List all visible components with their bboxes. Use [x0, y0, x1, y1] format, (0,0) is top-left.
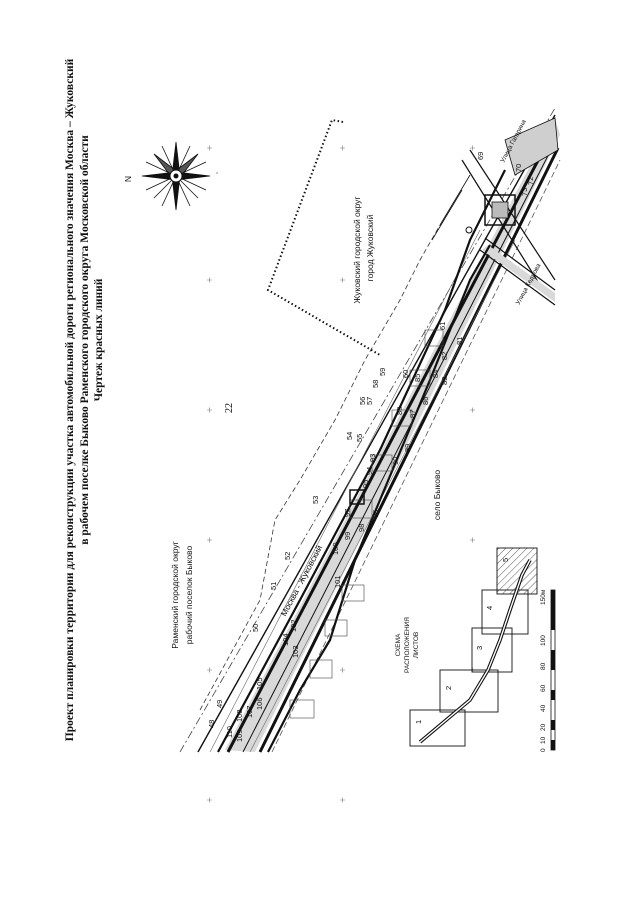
- scale-tick: 10: [540, 736, 547, 744]
- point-label: 56: [358, 397, 367, 405]
- point-label: 69: [476, 152, 485, 160]
- sheet-label: 3: [475, 646, 484, 650]
- red-line-north: [217, 169, 506, 753]
- label-zhukovsky-2: город Жуковский: [365, 214, 375, 281]
- point-label: 94: [365, 467, 374, 475]
- point-label: 81: [455, 337, 464, 345]
- point-label: 50: [251, 624, 260, 632]
- sheet-label: 2: [444, 686, 453, 690]
- point-label: 84: [431, 370, 440, 378]
- point-label: 101: [333, 575, 342, 588]
- scale-tick: 150м: [540, 589, 547, 605]
- label-bykovo: село Быково: [432, 470, 442, 520]
- point-label: 87: [408, 410, 417, 418]
- sheet-3-frame: [471, 627, 513, 673]
- scale-tick: 100: [540, 635, 547, 646]
- sheet-label: 5: [501, 558, 510, 562]
- point-label: 51: [269, 582, 278, 590]
- point-label: 95: [361, 480, 370, 488]
- bykovo-boundary: [199, 224, 441, 711]
- compass-rose-icon: [141, 141, 211, 211]
- point-label: 53: [311, 496, 320, 504]
- compass-east-mark: ◦: [216, 170, 218, 177]
- sheet-1-frame: [409, 709, 466, 747]
- title-block: Проект планировки территории для реконст…: [64, 58, 105, 741]
- point-label: 102: [289, 619, 298, 632]
- point-label: 88: [395, 407, 404, 415]
- point-label: 106: [255, 697, 264, 710]
- scheme-title-2: РАСПОЛОЖЕНИЯ: [404, 617, 411, 673]
- red-line-south: [267, 244, 491, 753]
- point-label: 110: [225, 726, 234, 738]
- point-label: 49: [215, 700, 224, 708]
- point-label: 90: [391, 457, 400, 465]
- point-label: 58: [371, 380, 380, 388]
- north-label: N: [123, 176, 133, 182]
- sheet-label: 1: [414, 720, 423, 724]
- point-label: 82: [440, 352, 449, 360]
- label-ramenskoe-1: Раменский городской округ: [170, 541, 180, 648]
- label-zhukovsky-1: Жуковский городской округ: [352, 197, 362, 304]
- point-label: 48: [207, 720, 216, 728]
- point-label: 61: [438, 322, 447, 330]
- point-label: 57: [365, 397, 374, 405]
- point-label: 107: [245, 705, 254, 718]
- point-label: 109: [235, 729, 244, 742]
- zhukovsky-boundary: [266, 118, 381, 356]
- point-label: 83: [440, 377, 449, 385]
- scale-tick: 40: [540, 704, 547, 712]
- sheet-2-frame: [439, 669, 499, 713]
- scale-tick: 80: [540, 662, 547, 670]
- scheme-title-3: ЛИСТОВ: [413, 632, 420, 659]
- scale-bar: 0 10 20 40 60 80 100 150м: [540, 589, 556, 752]
- point-label: 97: [343, 509, 352, 517]
- scale-tick: 60: [540, 684, 547, 692]
- point-label: 54: [345, 432, 354, 440]
- point-label: 104: [281, 633, 290, 646]
- title-line-3: Чертеж красных линий: [93, 278, 105, 401]
- label-ramenskoe-2: рабочий поселок Быково: [184, 546, 194, 645]
- point-labels: 110 109 108 107 106 105 104 103 102 101 …: [207, 152, 535, 742]
- page-number: 22: [224, 403, 235, 413]
- title-line-2: в рабочем поселке Быково Раменского горо…: [79, 135, 91, 545]
- point-label: 60: [401, 370, 410, 378]
- point-label: 70: [514, 164, 523, 172]
- point-label: 72: [526, 177, 535, 185]
- point-label: 100: [331, 542, 340, 555]
- point-label: 89: [403, 444, 412, 452]
- scale-tick: 20: [540, 723, 547, 731]
- scheme-title-1: СХЕМА: [395, 633, 402, 656]
- point-label: 108: [235, 709, 244, 722]
- scale-tick: 0: [540, 748, 547, 752]
- kedrova-street: [479, 237, 556, 306]
- sheet-layout-scheme: СХЕМА РАСПОЛОЖЕНИЯ ЛИСТОВ 1 2 3 4 5: [395, 547, 538, 747]
- point-label: 73: [520, 188, 529, 196]
- point-label: 85: [413, 374, 422, 382]
- point-label: 103: [291, 645, 300, 658]
- point-label: 96: [371, 510, 380, 518]
- sheet-label: 4: [485, 606, 494, 610]
- point-label: 98: [357, 524, 366, 532]
- parcels: [289, 329, 444, 719]
- title-line-1: Проект планировки территории для реконст…: [64, 58, 76, 741]
- point-label: 52: [283, 552, 292, 560]
- point-label: 59: [378, 368, 387, 376]
- road-corridor: [179, 107, 561, 753]
- point-label: 105: [255, 677, 264, 690]
- point-label: 86: [421, 397, 430, 405]
- point-label: 93: [368, 454, 377, 462]
- point-label: 55: [355, 434, 364, 442]
- point-label: 99: [343, 532, 352, 540]
